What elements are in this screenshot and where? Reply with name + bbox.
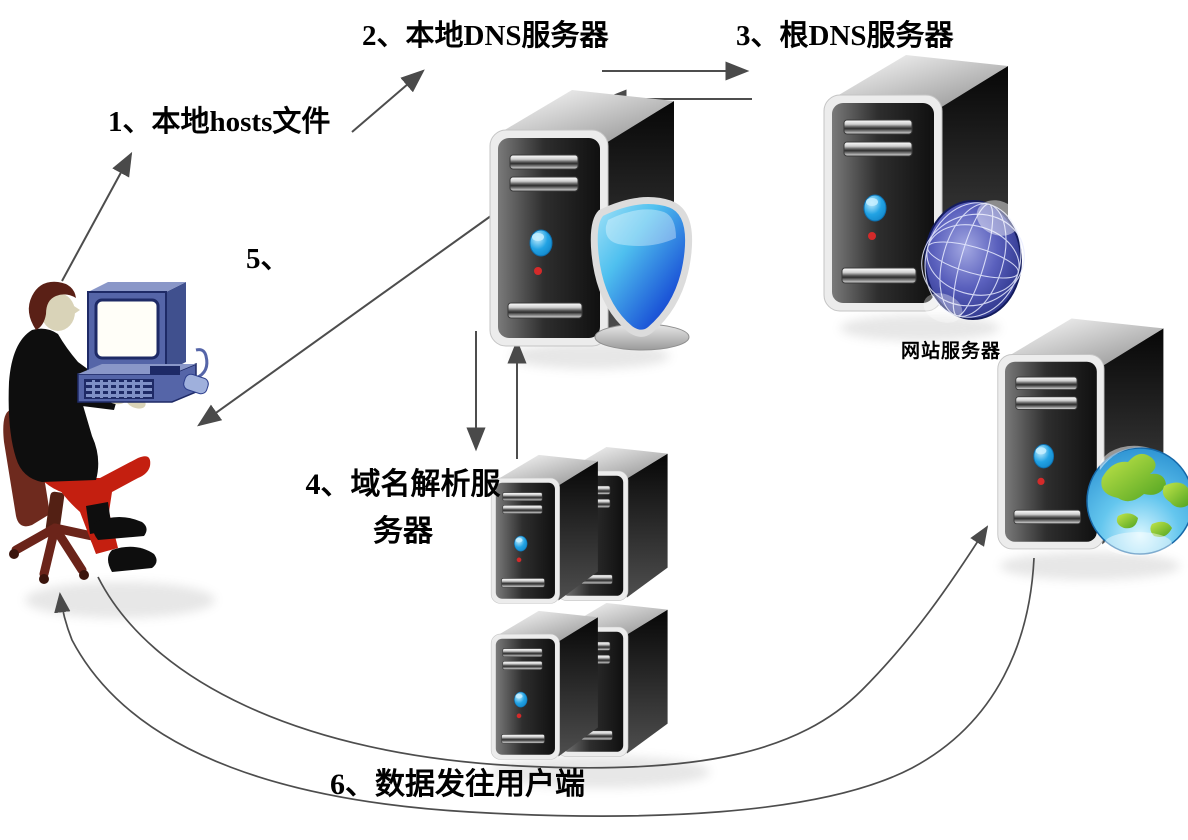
network-globe-icon [921, 200, 1025, 323]
label-step4-resolver: 4、域名解析服 务器 [296, 461, 510, 555]
label-step2-local-dns: 2、本地DNS服务器 [362, 20, 609, 52]
curve-user-to-web-server [97, 525, 989, 769]
curve-step6-web-to-user [54, 557, 1035, 817]
arrow-step2-to-local-dns [351, 69, 425, 133]
label-step5: 5、 [246, 243, 290, 275]
label-step6-data-to-user: 6、数据发往用户端 [330, 768, 585, 801]
desktop-computer-icon [77, 282, 209, 403]
shield-icon [590, 197, 693, 351]
label-step4-line1: 4、域名解析服 [305, 468, 501, 501]
arrow-step5-local-to-user [197, 212, 496, 427]
earth-globe-icon [1086, 445, 1188, 556]
continent [1162, 482, 1188, 508]
label-step3-root-dns: 3、根DNS服务器 [736, 20, 954, 52]
continent [1150, 521, 1172, 537]
local-dns-server-icon [489, 89, 693, 351]
label-step1-local-hosts: 1、本地hosts文件 [108, 106, 331, 138]
shadows [25, 315, 1180, 788]
flow-arrows [54, 61, 1035, 817]
label-step4-line2: 务器 [373, 515, 433, 548]
continent [1116, 513, 1138, 529]
label-web-server: 网站服务器 [901, 341, 1002, 362]
web-server-icon [997, 318, 1188, 556]
user-at-computer-icon [3, 281, 209, 584]
root-dns-server-icon [823, 54, 1025, 323]
arrow-step1-user-to-hosts [61, 151, 133, 282]
continent [1101, 453, 1166, 502]
resolver-cluster-icon [490, 446, 668, 760]
